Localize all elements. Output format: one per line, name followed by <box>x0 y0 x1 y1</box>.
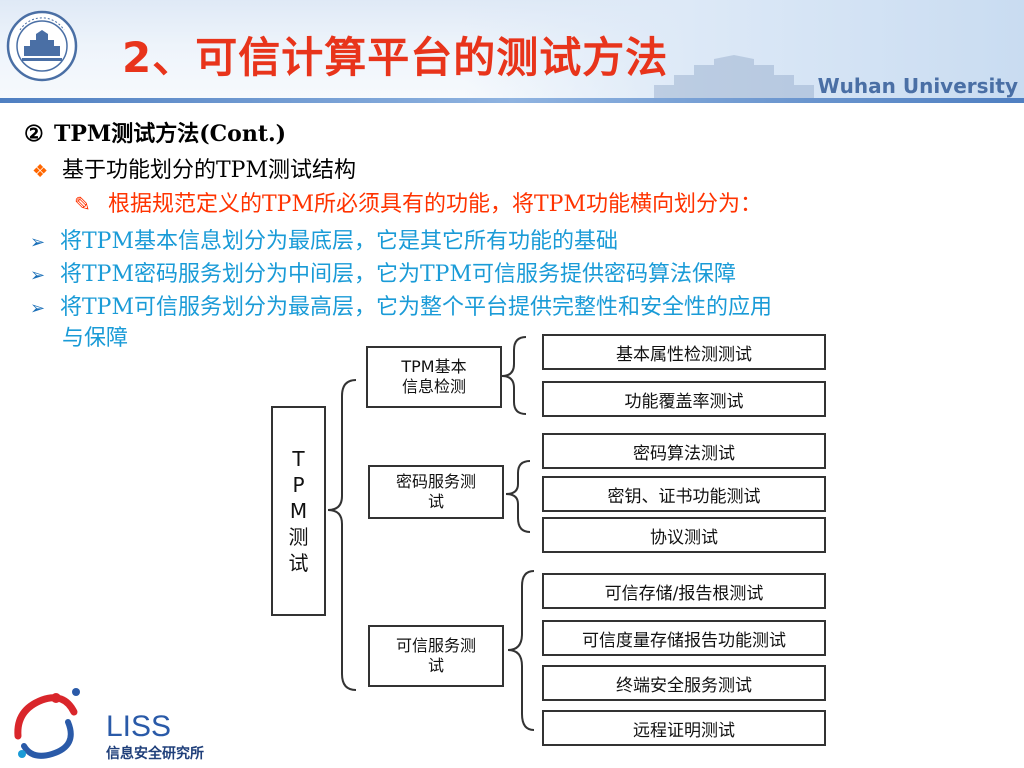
liss-logo: LISS 信息安全研究所 <box>14 688 204 762</box>
root-char: M <box>289 499 308 523</box>
header-underline <box>0 98 1024 103</box>
leaf-box: 密钥、证书功能测试 <box>542 476 826 512</box>
group-label-line: 试 <box>427 492 444 511</box>
liss-logo-subtitle: 信息安全研究所 <box>106 745 204 762</box>
root-char: P <box>292 473 305 497</box>
leaf-box: 终端安全服务测试 <box>542 665 826 701</box>
bullet-structure-text: 基于功能划分的TPM测试结构 <box>62 158 357 183</box>
leaf-box: 远程证明测试 <box>542 710 826 746</box>
bullet-trusted-text: 将TPM可信服务划分为最高层，它为整个平台提供完整性和安全性的应用 <box>60 295 773 320</box>
bullet-trusted: ➢ 将TPM可信服务划分为最高层，它为整个平台提供完整性和安全性的应用 <box>30 289 772 321</box>
bullet-trusted-continued: 与保障 <box>62 326 129 351</box>
section-heading-text: TPM测试方法(Cont.) <box>54 121 287 147</box>
bullet-crypto: ➢ 将TPM密码服务划分为中间层，它为TPM可信服务提供密码算法保障 <box>30 256 736 288</box>
bullet-basic-info-text: 将TPM基本信息划分为最底层，它是其它所有功能的基础 <box>60 229 619 254</box>
slide-title: 2、可信计算平台的测试方法 <box>122 33 669 82</box>
group-label-line: 信息检测 <box>401 377 466 396</box>
arrow-bullet-icon: ➢ <box>30 265 46 286</box>
bullet-basic-info: ➢ 将TPM基本信息划分为最底层，它是其它所有功能的基础 <box>30 223 618 255</box>
university-name-en: Wuhan University <box>817 74 1018 98</box>
root-char: 测 <box>288 525 309 549</box>
group-basic-info-box: TPM基本 信息检测 <box>366 346 502 408</box>
bullet-division: ✎ 根据规范定义的TPM所必须具有的功能，将TPM功能横向划分为： <box>74 186 762 218</box>
arrow-bullet-icon: ➢ <box>30 232 46 253</box>
group-label-line: TPM基本 <box>401 357 467 376</box>
bullet-crypto-text: 将TPM密码服务划分为中间层，它为TPM可信服务提供密码算法保障 <box>60 262 737 287</box>
liss-logo-text: LISS <box>106 710 171 743</box>
leaf-box: 密码算法测试 <box>542 433 826 469</box>
group-label-line: 试 <box>427 656 444 675</box>
leaf-box: 可信存储/报告根测试 <box>542 573 826 609</box>
wuhan-university-emblem <box>6 10 78 82</box>
group-crypto-box: 密码服务测 试 <box>368 465 504 519</box>
diamond-bullet-icon: ❖ <box>32 161 49 182</box>
bullet-division-text: 根据规范定义的TPM所必须具有的功能，将TPM功能横向划分为： <box>108 192 763 217</box>
leaf-box: 基本属性检测测试 <box>542 334 826 370</box>
group-trusted-box: 可信服务测 试 <box>368 625 504 687</box>
root-char: 试 <box>288 551 309 575</box>
group-label-line: 可信服务测 <box>395 636 476 655</box>
section-heading: ② TPM测试方法(Cont.) <box>24 116 286 148</box>
group-label-line: 密码服务测 <box>395 472 476 491</box>
header-sky-gradient <box>464 0 1024 103</box>
campus-building-image <box>654 55 814 103</box>
leaf-box: 协议测试 <box>542 517 826 553</box>
slide-header: 2、可信计算平台的测试方法 Wuhan University <box>0 0 1024 103</box>
leaf-box: 功能覆盖率测试 <box>542 381 826 417</box>
bullet-structure: ❖ 基于功能划分的TPM测试结构 <box>32 152 356 184</box>
leaf-box: 可信度量存储报告功能测试 <box>542 620 826 656</box>
arrow-bullet-icon: ➢ <box>30 298 46 319</box>
root-char: T <box>292 447 305 471</box>
tpm-test-root-box: T P M 测 试 <box>271 406 326 616</box>
pencil-bullet-icon: ✎ <box>74 192 91 216</box>
circled-two-icon: ② <box>24 121 44 147</box>
